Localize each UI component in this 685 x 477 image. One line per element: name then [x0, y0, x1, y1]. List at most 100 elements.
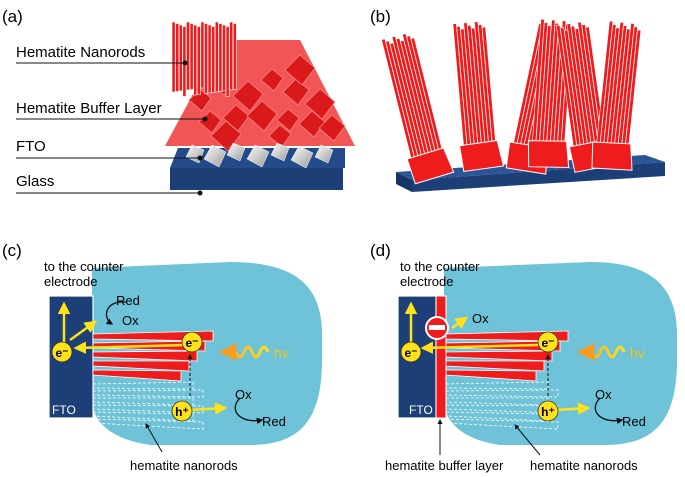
electron-fto-c: [51, 341, 73, 363]
hematite-grain: [246, 100, 278, 132]
counter-text-c-1: to the counter: [44, 259, 124, 274]
hematite-nanorod: [222, 24, 226, 92]
arrow-hole-d: [555, 402, 591, 415]
hematite-nanorod: [92, 360, 190, 372]
hematite-nanorod-outline: [92, 418, 204, 430]
panel-c-label: (c): [2, 241, 22, 260]
red-top-c: Red: [116, 293, 140, 308]
hematite-nanorod: [207, 24, 212, 94]
arrow-diag-d: [451, 316, 469, 330]
hematite-nanorod: [178, 24, 183, 92]
leader-rods-c: [145, 423, 163, 453]
fto-label-c: FTO: [52, 403, 76, 417]
nanorod-base: [527, 140, 570, 169]
hematite-nanorod-outline: [445, 411, 549, 422]
hematite-nanorod: [445, 360, 545, 372]
label-buffer-layer: Hematite Buffer Layer: [16, 100, 162, 117]
ox-top-d: Ox: [472, 311, 489, 326]
electron-rod-c-label: e⁻: [185, 336, 198, 350]
nanorod-base: [406, 147, 455, 185]
panel-a-label: (a): [2, 7, 23, 26]
photon-wave-d: [576, 343, 626, 361]
hematite-nanorod: [225, 26, 230, 97]
photon-wave-c: [218, 343, 270, 361]
red-bottom-d: Red: [622, 414, 646, 429]
counter-text-d-2: electrode: [400, 274, 453, 289]
label-fto: FTO: [16, 138, 46, 155]
fto-crystal: [270, 142, 290, 162]
hematite-grain: [282, 78, 310, 106]
hematite-nanorod: [445, 350, 553, 362]
fto-crystal: [290, 145, 314, 169]
panel-d-label: (d): [370, 241, 391, 260]
electron-rod-d-label: e⁻: [541, 336, 554, 350]
ox-top-c: Ox: [122, 313, 139, 328]
nanorod-bundle-tilted: [381, 33, 455, 185]
hematite-nanorod-outline: [445, 389, 559, 398]
hematite-nanorod: [211, 26, 216, 93]
caption-c: hematite nanorods: [130, 458, 238, 473]
hematite-grain: [304, 88, 336, 120]
hematite-grain: [318, 114, 346, 142]
hematite-nanorod-outline: [445, 418, 559, 430]
hematite-nanorod: [200, 21, 205, 89]
hole-rod-d-label: h⁺: [541, 405, 555, 419]
hematite-nanorod: [92, 350, 198, 362]
nanorod-bundle-tilted: [452, 21, 505, 173]
ox-bottom-c: Ox: [235, 387, 252, 402]
arrow-hole-c: [189, 402, 228, 415]
hematite-nanorod-outline: [92, 381, 194, 390]
hematite-nanorod: [175, 23, 180, 92]
hematite-nanorod: [189, 23, 194, 90]
arrow-e-to-fto-d: [420, 341, 539, 354]
hole-rod-c: [171, 400, 193, 422]
substrate-front: [396, 172, 412, 192]
hematite-nanorod: [229, 21, 234, 91]
hematite-nanorod: [204, 23, 208, 94]
nanorods-c: [92, 330, 214, 430]
hematite-nanorod: [445, 369, 537, 382]
hematite-nanorod: [232, 23, 237, 90]
buffer-grains: [185, 54, 346, 169]
electron-fto-d-label: e⁻: [404, 346, 417, 360]
fto-crystal: [314, 144, 334, 164]
redox-bottom-d: [594, 397, 624, 425]
nanorods-d: [445, 330, 569, 430]
hematite-nanorod: [186, 21, 190, 91]
label-hematite-nanorods: Hematite Nanorods: [16, 44, 145, 61]
panel-d: (d) FTO to the counter electrode Ox Ox R…: [370, 241, 677, 473]
tilted-nanorods: [381, 18, 642, 185]
nanorod-bundle-tilted: [591, 20, 642, 171]
nanorod-bundle: [171, 21, 237, 97]
nanorod-base: [591, 141, 633, 171]
hole-rod-c-label: h⁺: [175, 405, 189, 419]
hematite-grain: [232, 80, 264, 112]
caption-rods-d: hematite nanorods: [530, 458, 638, 473]
hematite-nanorod: [171, 21, 176, 93]
nanorod-base: [458, 139, 505, 173]
fto-crystal: [246, 144, 270, 168]
buffer-layer-d: [435, 295, 447, 419]
hematite-nanorod-outline: [92, 397, 194, 406]
hematite-nanorod: [214, 21, 219, 93]
redox-top-c: [105, 301, 127, 325]
arrow-e-to-fto-c: [73, 341, 186, 354]
hematite-nanorod-outline: [445, 404, 559, 414]
fto-label-d: FTO: [409, 403, 433, 417]
electron-fto-c-label: e⁻: [55, 346, 68, 360]
light-label-d: hv: [630, 345, 645, 361]
fto-crystal: [203, 144, 227, 168]
hematite-nanorod: [218, 23, 223, 92]
electron-rod-d: [537, 331, 559, 353]
hematite-nanorod-outline: [445, 381, 549, 390]
fto-crystal: [226, 142, 246, 162]
hematite-grain: [284, 54, 316, 86]
hematite-grain: [260, 68, 284, 92]
red-bottom-c: Red: [262, 414, 286, 429]
blocking-bar: [429, 325, 445, 330]
panel-a: (a) Hematite Nanorods Hematite Buffer La…: [2, 7, 355, 196]
label-glass: Glass: [16, 173, 54, 190]
hematite-grain: [198, 110, 222, 134]
leader-rods-d: [514, 424, 541, 456]
